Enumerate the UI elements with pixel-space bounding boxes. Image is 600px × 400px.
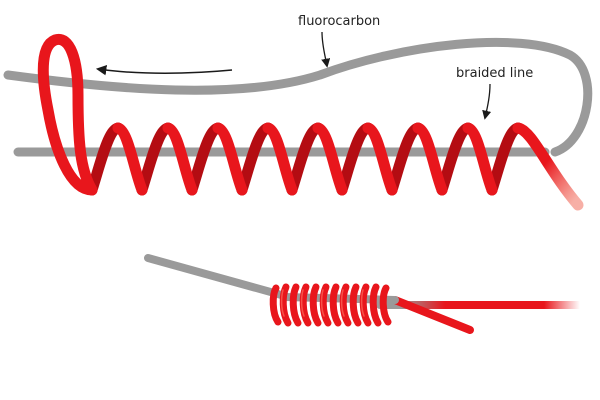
fluorocarbon-label: fluorocarbon — [298, 14, 380, 29]
bottom-diagram — [16, 254, 584, 334]
knot-wraps-highlight — [280, 289, 365, 317]
braided-line-coils-back — [86, 122, 524, 196]
fluorocarbon-tag-end — [144, 254, 289, 300]
braided-line-tag-end — [391, 296, 474, 334]
braided-line-loop — [37, 33, 98, 196]
braided-line-coils-front — [112, 122, 584, 211]
direction-arrow-icon — [95, 64, 233, 76]
braided-line-label: braided line — [456, 66, 533, 81]
fluorocarbon-pointer-arrow — [321, 31, 331, 68]
fluorocarbon-loop — [3, 37, 593, 157]
braided-line-pointer-arrow — [482, 83, 492, 120]
top-diagram: fluorocarbon braided line — [3, 14, 593, 211]
knot-wraps — [269, 283, 392, 327]
